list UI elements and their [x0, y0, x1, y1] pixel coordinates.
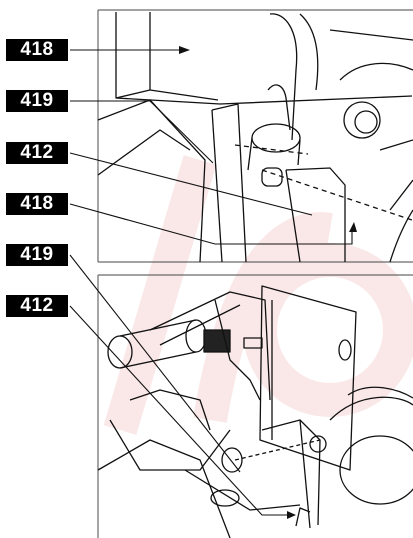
bottom-mechanism-drawing — [97, 285, 413, 538]
callout-419-bottom: 419 — [6, 244, 68, 266]
callout-418-top: 418 — [6, 39, 68, 61]
top-mechanism-drawing — [97, 12, 413, 263]
callout-412-bottom: 412 — [6, 295, 68, 317]
arrowheads — [179, 46, 357, 519]
top-panel — [97, 9, 413, 263]
callout-412-top: 412 — [6, 142, 68, 164]
watermark — [103, 155, 413, 435]
callout-419-top: 419 — [6, 90, 68, 112]
bottom-panel — [97, 274, 413, 538]
leader-lines — [69, 49, 353, 516]
callout-418-bottom: 418 — [6, 193, 68, 215]
